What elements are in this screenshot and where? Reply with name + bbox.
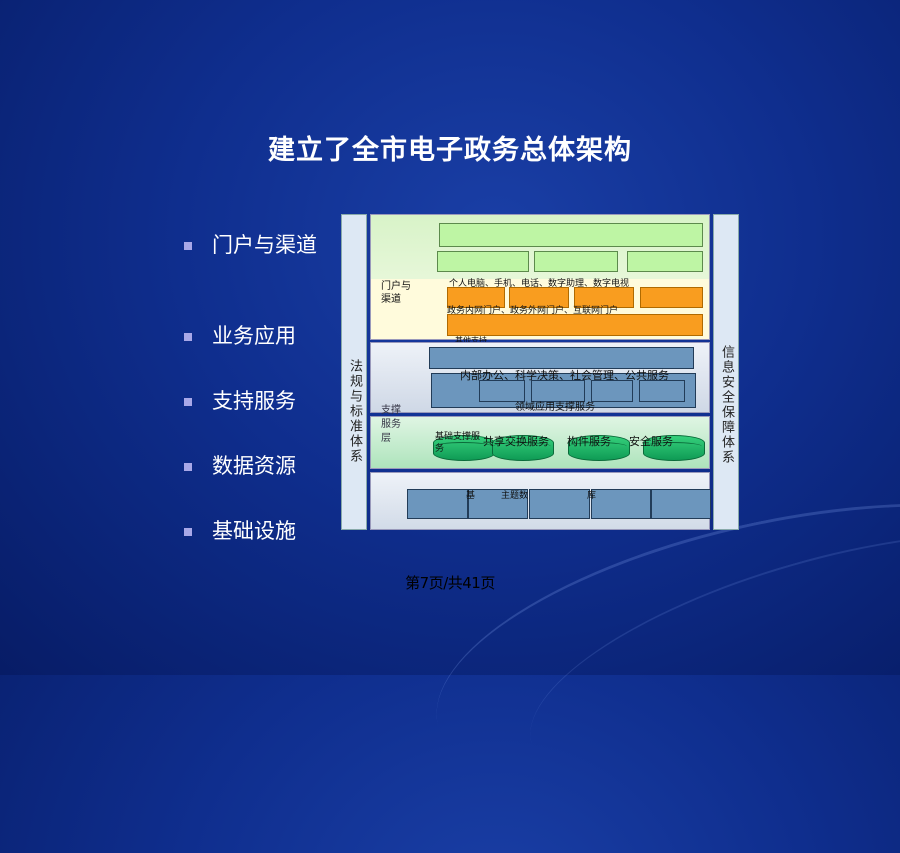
standards-column-label: 法规与标准体系 — [347, 359, 362, 464]
bullet-item: 门户与渠道 — [182, 232, 317, 259]
data-fragment: 库 — [587, 491, 597, 501]
orange-box — [509, 287, 569, 308]
business-layer: 内部办公、科学决策、社会管理、公共服务 领域应用支撑服务 — [370, 342, 710, 413]
portal-layer: 门户与渠道 个人电脑、手机、电话、数字助理、数字电视 政务内网门户、政务外网门户… — [370, 214, 710, 345]
support-layer: 支撑服务层 基础支撑服务 共享交换服务 构件服务 安全服务 — [370, 405, 710, 469]
architecture-diagram: 法规与标准体系 门户与渠道 个人电脑、手机、电话、数字助理、数字电视 政务内网门… — [341, 214, 741, 532]
security-column-label: 信息安全保障体系 — [719, 345, 734, 465]
service-cylinder — [643, 435, 705, 461]
blue-box — [468, 489, 528, 519]
support-service-label: 构件服务 — [567, 435, 611, 448]
blue-box — [479, 380, 525, 402]
blue-box — [529, 489, 590, 519]
blue-box — [651, 489, 711, 519]
blue-box — [407, 489, 468, 519]
orange-box — [447, 287, 505, 308]
service-cylinder — [492, 435, 554, 461]
bullet-item: 业务应用 — [182, 323, 296, 350]
support-service-label: 安全服务 — [629, 435, 673, 448]
service-cylinder — [433, 435, 495, 461]
support-service-label: 基础支撑服务 — [435, 432, 481, 454]
green-box — [437, 251, 529, 272]
green-box — [627, 251, 703, 272]
support-service-label: 共享交换服务 — [483, 435, 549, 448]
standards-column: 法规与标准体系 — [341, 214, 367, 530]
blue-box — [531, 380, 585, 402]
portals-text: 政务内网门户、政务外网门户、互联网门户 — [447, 306, 619, 316]
business-domains-text: 内部办公、科学决策、社会管理、公共服务 — [460, 369, 669, 382]
support-layer-label: 支撑服务层 — [381, 405, 401, 444]
blue-box — [591, 489, 651, 519]
slide-title: 建立了全市电子政务总体架构 — [268, 135, 632, 166]
business-support-text: 领域应用支撑服务 — [515, 402, 595, 413]
green-box — [439, 223, 703, 247]
orange-box — [447, 314, 703, 336]
blue-box — [591, 380, 633, 402]
portal-note: 其他支持 — [455, 336, 487, 345]
page-number: 第7页/共41页 — [405, 574, 495, 592]
data-fragment: 主题数 — [501, 491, 529, 501]
bullet-item: 数据资源 — [182, 453, 296, 480]
channels-text: 个人电脑、手机、电话、数字助理、数字电视 — [449, 279, 630, 289]
portal-layer-label: 门户与渠道 — [381, 281, 411, 305]
blue-box — [639, 380, 685, 402]
orange-box — [574, 287, 634, 308]
orange-box — [640, 287, 703, 308]
bullet-item: 支持服务 — [182, 388, 296, 415]
blue-box — [429, 347, 694, 369]
security-column: 信息安全保障体系 — [713, 214, 739, 530]
data-fragment: 基 — [466, 491, 476, 501]
service-cylinder — [568, 435, 630, 461]
green-box — [534, 251, 618, 272]
data-layer: 基 主题数 库 — [370, 472, 711, 530]
bullet-item: 基础设施 — [182, 518, 296, 545]
